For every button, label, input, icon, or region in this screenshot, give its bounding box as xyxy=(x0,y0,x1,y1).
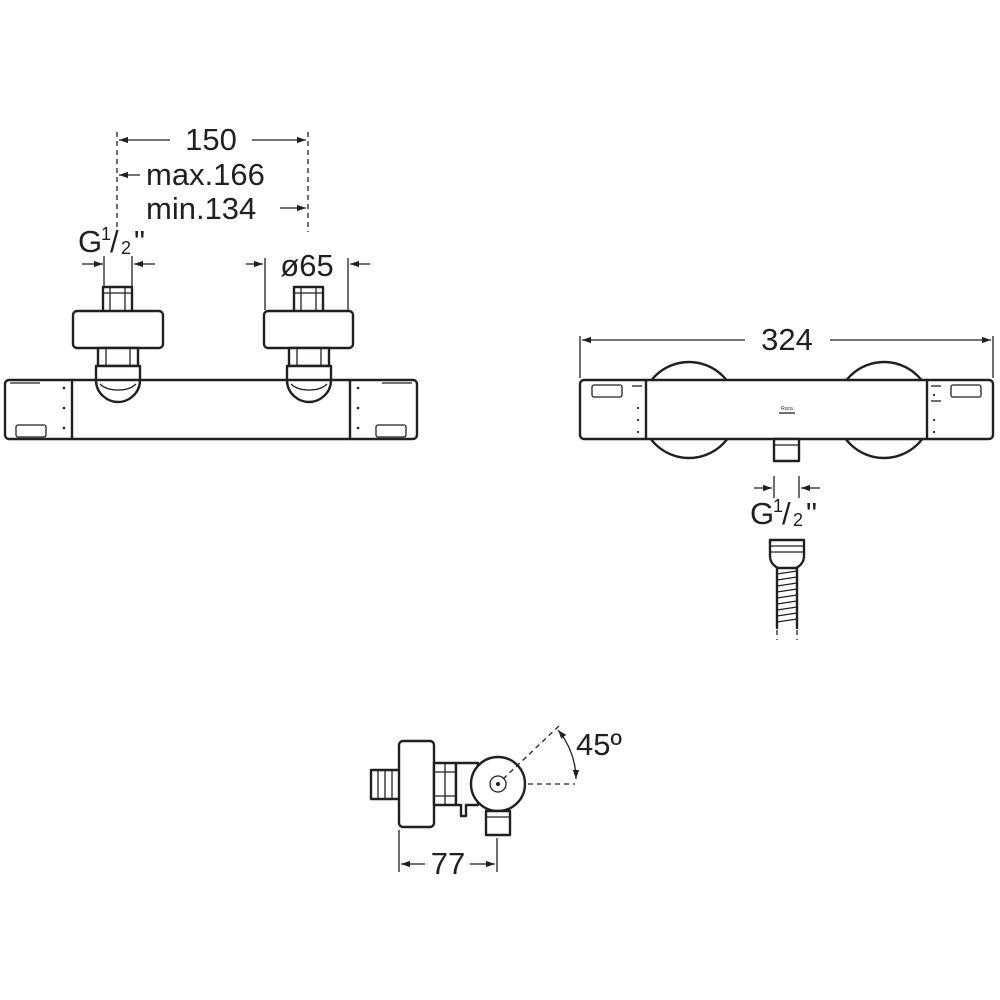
dim-angle-arc xyxy=(557,729,580,780)
svg-text:": " xyxy=(806,496,817,531)
svg-text:": " xyxy=(134,224,145,259)
front-body xyxy=(3,378,419,441)
front-view: 150 max.166 min.134 G 1 / 2 " ø65 xyxy=(3,122,419,441)
side-view: 45º 77 xyxy=(369,724,622,881)
dim-outlet-label: G 1 / 2 " xyxy=(750,496,817,531)
svg-text:G: G xyxy=(78,224,102,259)
front-connector-left xyxy=(71,285,165,404)
dim-77-label: 77 xyxy=(431,846,465,881)
dim-324-label: 324 xyxy=(761,322,813,357)
svg-text:2: 2 xyxy=(793,510,803,530)
front-connector-right xyxy=(262,285,355,404)
shower-hose xyxy=(768,538,806,640)
back-body: Roca xyxy=(578,378,995,441)
svg-text:1: 1 xyxy=(773,496,783,516)
dim-thread-label: G 1 / 2 " xyxy=(78,224,145,259)
svg-text:G: G xyxy=(750,496,774,531)
dim-min-label: min.134 xyxy=(146,191,256,226)
dim-angle-label: 45º xyxy=(576,727,622,762)
svg-text:/: / xyxy=(782,496,791,531)
back-outlet xyxy=(772,437,801,463)
svg-text:1: 1 xyxy=(101,224,111,244)
dim-150-label: 150 xyxy=(185,122,237,157)
side-eccentric-plate xyxy=(397,739,436,829)
brand-mark: Roca xyxy=(781,406,793,412)
dim-max-label: max.166 xyxy=(146,157,265,192)
dim-diameter-label: ø65 xyxy=(280,248,333,283)
side-outlet xyxy=(484,809,512,837)
svg-text:2: 2 xyxy=(121,238,131,258)
svg-text:/: / xyxy=(110,224,119,259)
back-view: 324 Roca xyxy=(578,322,995,640)
